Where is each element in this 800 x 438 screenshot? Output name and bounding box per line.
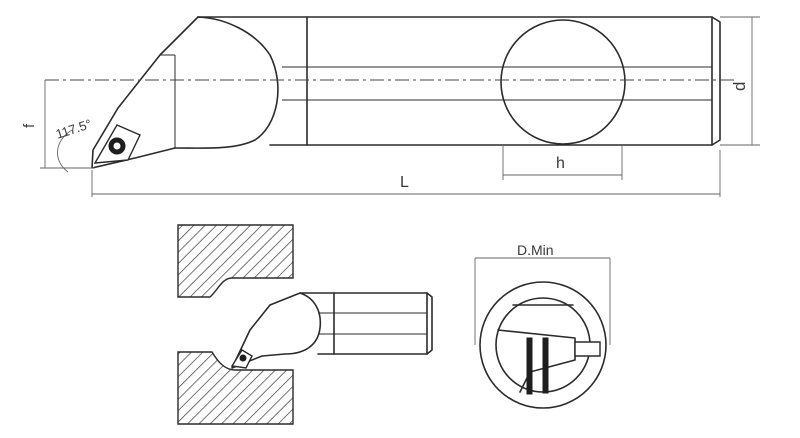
front-insert [574, 341, 601, 357]
workpiece-lower-section [177, 351, 294, 425]
bar-cutting-face [497, 329, 576, 393]
d-label: d [730, 82, 749, 91]
L-label: L [400, 174, 409, 191]
small-bar-head [231, 292, 322, 369]
insert-screw-hole [113, 142, 121, 150]
chip-groove-2 [542, 337, 549, 394]
boring-bar-side-view: f 117.5° d h L [21, 16, 760, 197]
dmin-label: D.Min [517, 242, 554, 258]
front-view-dmin: D.Min [474, 242, 611, 409]
boring-in-workpiece-view [177, 224, 433, 425]
h-label: h [556, 155, 565, 172]
workpiece-upper-section [177, 224, 294, 298]
chip-groove-1 [526, 337, 533, 395]
f-label: f [21, 123, 38, 128]
shank-outline [197, 16, 721, 146]
angle-arc [57, 129, 73, 173]
head-outline [174, 16, 279, 149]
bore-outer-circle [479, 281, 607, 409]
small-bar-shank [299, 292, 433, 355]
small-insert-screw-icon [239, 354, 247, 362]
angle-label: 117.5° [54, 116, 94, 142]
shank-circle [500, 19, 626, 145]
